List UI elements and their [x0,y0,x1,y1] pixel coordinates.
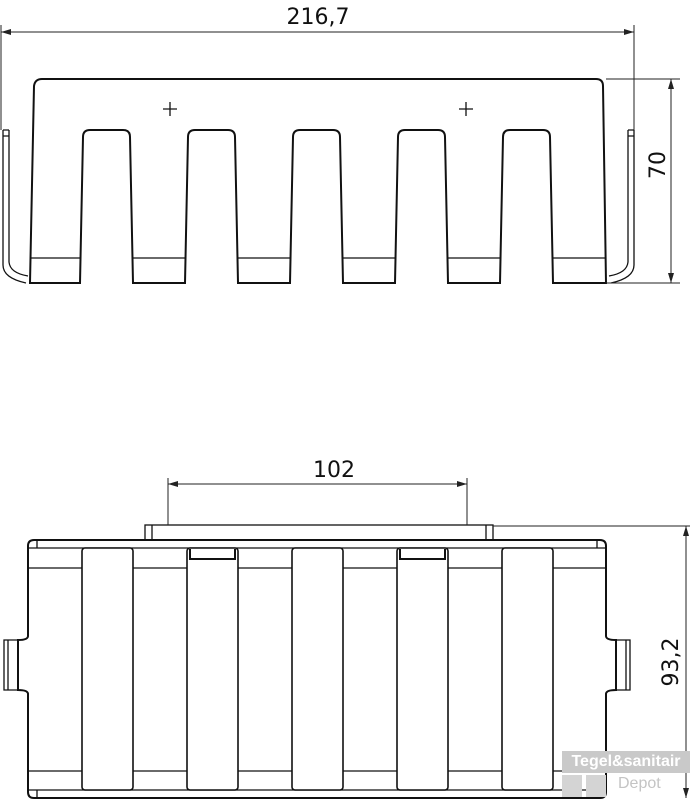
wire-hook-left [2,129,29,284]
mount-mark-icon [163,102,177,116]
slat [186,547,239,791]
slats [81,547,554,791]
wire-hook-right [608,129,635,284]
slat [291,547,344,791]
watermark-logo: Tegel&sanitair [562,751,690,773]
slat [396,547,449,791]
dim-mount-spacing: 102 [313,458,355,483]
watermark-logo-sub: Depot [618,775,661,792]
side-clip-right [616,639,631,691]
dim-depth: 93,2 [659,638,684,687]
top-view [3,478,690,799]
watermark-drop-icon [562,775,582,797]
mount-slot [189,549,236,560]
watermark-block [586,775,606,797]
front-outline [28,78,608,284]
side-clip-left [3,639,18,691]
mount-mark-icon [459,102,473,116]
slat [501,547,554,791]
basket-outline [17,539,617,799]
slat [81,547,134,791]
mount-slot [399,549,446,560]
dim-height: 70 [646,151,671,179]
front-view [0,25,680,284]
wall-plate [144,524,494,541]
dim-overall-width: 216,7 [287,5,350,30]
